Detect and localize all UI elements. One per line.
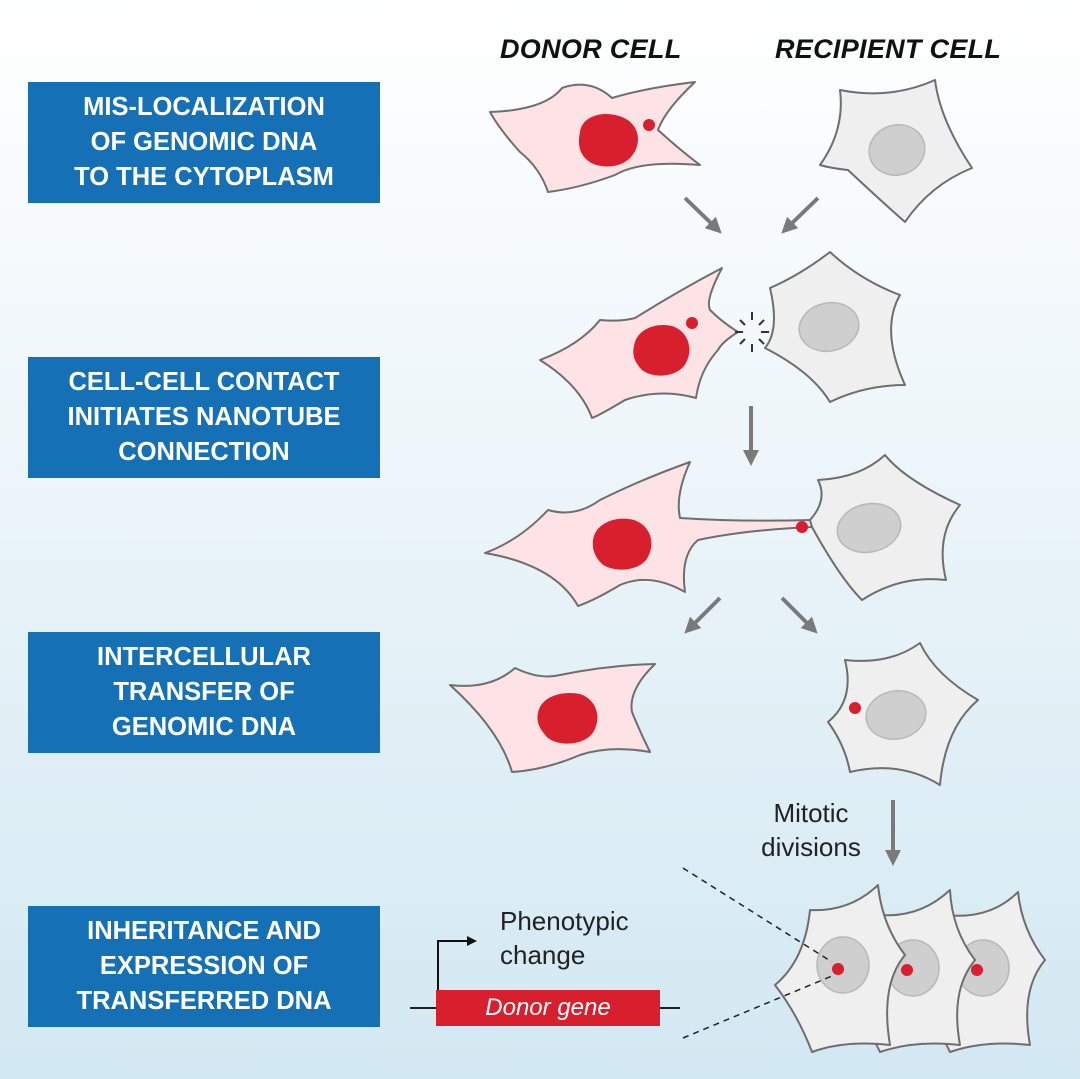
daughter-cell-1 bbox=[774, 884, 906, 1053]
donor-nucleus bbox=[633, 324, 690, 376]
recipient-nucleus bbox=[798, 301, 860, 353]
recipient-cell-header: RECIPIENT CELL bbox=[775, 34, 1002, 64]
arrow-split-right bbox=[780, 596, 818, 634]
recipient-cell-3 bbox=[796, 454, 961, 601]
recipient-nucleus bbox=[868, 124, 926, 176]
step-1-box: MIS-LOCALIZATION OF GENOMIC DNA TO THE C… bbox=[28, 82, 380, 203]
recipient-cell-2 bbox=[764, 251, 906, 403]
donor-nucleus bbox=[578, 113, 638, 167]
donor-gene-box bbox=[436, 990, 660, 1026]
transferred-dna-dot bbox=[849, 702, 861, 714]
donor-cell-3 bbox=[484, 461, 813, 607]
dna-fragment-dot bbox=[643, 119, 655, 131]
recipient-cell-1 bbox=[819, 79, 973, 223]
recipient-cell-4 bbox=[827, 642, 979, 786]
contact-spark-icon bbox=[735, 312, 769, 352]
donor-cell-2 bbox=[539, 267, 739, 419]
zoom-line-bottom bbox=[682, 975, 833, 1039]
promoter-arrow bbox=[437, 936, 477, 990]
donor-cell-header: DONOR CELL bbox=[500, 34, 682, 64]
arrow-split-left bbox=[684, 596, 722, 634]
donor-cell-4 bbox=[449, 663, 656, 773]
step-3-box: INTERCELLULAR TRANSFER OF GENOMIC DNA bbox=[28, 632, 380, 753]
donor-nucleus bbox=[592, 518, 652, 570]
zoom-line-top bbox=[682, 867, 833, 963]
recipient-nucleus bbox=[865, 690, 927, 740]
dna-fragment-dot bbox=[686, 317, 698, 329]
donor-gene-label: Donor gene bbox=[485, 994, 611, 1021]
inherited-dna-dot bbox=[832, 963, 844, 975]
donor-cell-1 bbox=[489, 81, 701, 193]
arrow-recipient-down bbox=[781, 196, 820, 234]
recipient-nucleus bbox=[836, 502, 902, 554]
step-2-box: CELL-CELL CONTACT INITIATES NANOTUBE CON… bbox=[28, 357, 380, 478]
transferred-dna-dot bbox=[796, 521, 808, 533]
donor-nucleus bbox=[537, 692, 598, 744]
mitotic-divisions-label: Mitotic divisions bbox=[761, 798, 861, 862]
step-4-box: INHERITANCE AND EXPRESSION OF TRANSFERRE… bbox=[28, 906, 380, 1027]
phenotypic-change-label: Phenotypic change bbox=[500, 906, 629, 970]
arrow-donor-down bbox=[683, 196, 722, 234]
